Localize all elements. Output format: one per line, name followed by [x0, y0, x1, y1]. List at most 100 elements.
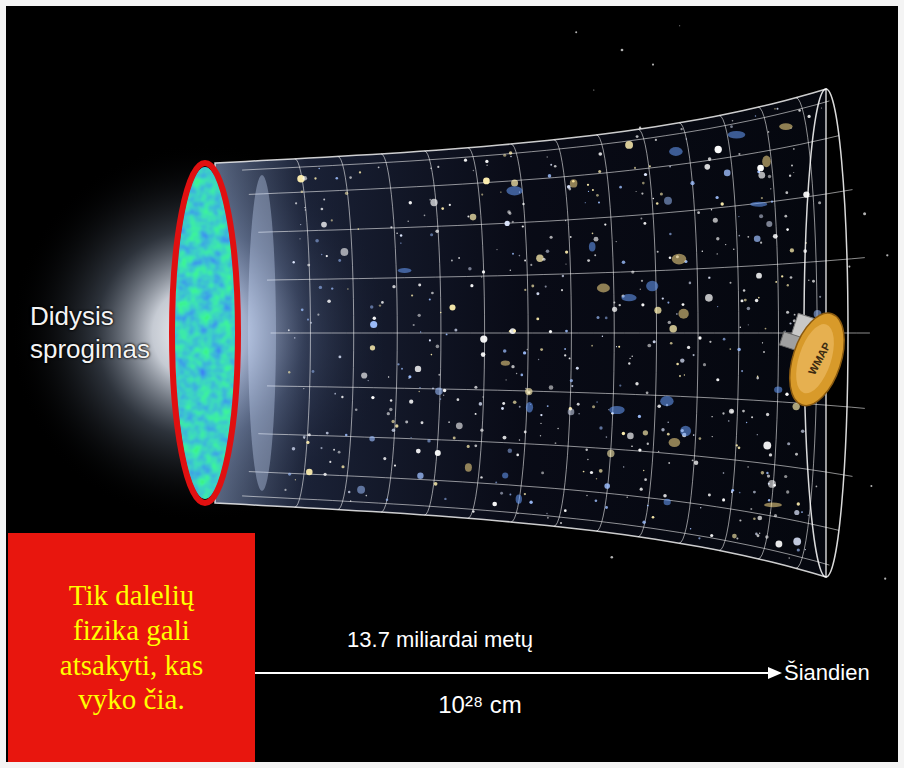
- star: [595, 499, 598, 502]
- star: [594, 254, 596, 256]
- galaxy-blob: [680, 426, 691, 436]
- star: [513, 401, 517, 405]
- star: [321, 254, 323, 256]
- star: [687, 346, 690, 349]
- star: [295, 479, 296, 480]
- star: [791, 165, 793, 167]
- star: [564, 354, 566, 356]
- star: [427, 439, 430, 442]
- star: [520, 374, 523, 377]
- grid-line: [271, 333, 870, 334]
- galaxy-blob: [672, 254, 687, 265]
- star: [660, 192, 663, 195]
- star: [492, 502, 497, 507]
- star: [324, 473, 327, 476]
- star: [768, 499, 770, 501]
- star: [529, 501, 532, 504]
- star: [424, 214, 426, 216]
- star: [373, 316, 376, 319]
- star: [676, 363, 679, 366]
- star: [524, 431, 527, 434]
- star: [757, 516, 762, 521]
- star: [619, 384, 621, 386]
- star: [646, 391, 649, 394]
- star: [746, 422, 747, 423]
- star: [612, 307, 617, 312]
- star: [663, 494, 667, 498]
- star: [775, 541, 782, 548]
- star: [485, 160, 488, 163]
- star: [483, 178, 490, 185]
- star: [390, 226, 392, 228]
- star: [793, 148, 795, 150]
- star: [453, 437, 456, 440]
- red-note-box: Tik dalelių fizika gali atsakyti, kas vy…: [8, 533, 255, 762]
- star: [524, 493, 526, 495]
- star: [757, 165, 764, 172]
- star: [345, 434, 348, 437]
- star: [607, 450, 614, 457]
- galaxy-blob: [728, 131, 746, 139]
- star: [640, 218, 642, 220]
- star: [437, 166, 439, 168]
- star: [661, 428, 664, 431]
- galaxy-blob: [774, 387, 782, 393]
- star: [524, 289, 526, 291]
- today-label: Šiandien: [784, 659, 896, 687]
- star: [641, 303, 644, 306]
- star: [396, 232, 398, 234]
- star: [870, 485, 872, 487]
- star: [733, 249, 734, 250]
- star: [757, 434, 758, 435]
- star: [482, 270, 485, 273]
- star: [367, 380, 368, 381]
- star: [438, 374, 440, 376]
- star: [301, 308, 304, 311]
- star: [565, 251, 568, 254]
- star: [409, 400, 413, 404]
- star: [640, 288, 642, 290]
- star: [545, 286, 547, 288]
- star: [327, 300, 331, 304]
- star: [643, 470, 644, 471]
- galaxy-blob: [609, 406, 625, 414]
- star: [479, 402, 483, 406]
- star: [547, 405, 549, 407]
- star: [767, 474, 770, 477]
- star: [475, 413, 477, 415]
- star: [577, 403, 580, 406]
- cmb-noise: [170, 160, 240, 506]
- star: [331, 219, 333, 221]
- star: [592, 405, 595, 408]
- star: [538, 359, 539, 360]
- star: [766, 221, 772, 227]
- star: [759, 533, 760, 534]
- star: [546, 513, 547, 514]
- star: [625, 141, 633, 149]
- star: [644, 478, 647, 481]
- galaxy-blob: [597, 284, 610, 293]
- star: [410, 437, 411, 438]
- star: [693, 434, 695, 436]
- star: [606, 436, 608, 438]
- star: [570, 379, 573, 382]
- star: [565, 264, 566, 265]
- star: [418, 284, 421, 287]
- star: [634, 167, 636, 169]
- star: [760, 242, 762, 244]
- star: [729, 282, 731, 284]
- star: [709, 341, 711, 343]
- star: [525, 388, 532, 395]
- star: [288, 371, 290, 373]
- star: [643, 430, 648, 435]
- grid-line: [267, 386, 865, 409]
- star: [432, 387, 434, 389]
- star: [763, 351, 765, 353]
- star: [341, 465, 344, 468]
- star: [699, 437, 702, 440]
- star: [474, 386, 477, 389]
- star: [331, 287, 333, 289]
- star: [787, 284, 789, 286]
- star: [431, 354, 433, 356]
- star: [642, 520, 645, 523]
